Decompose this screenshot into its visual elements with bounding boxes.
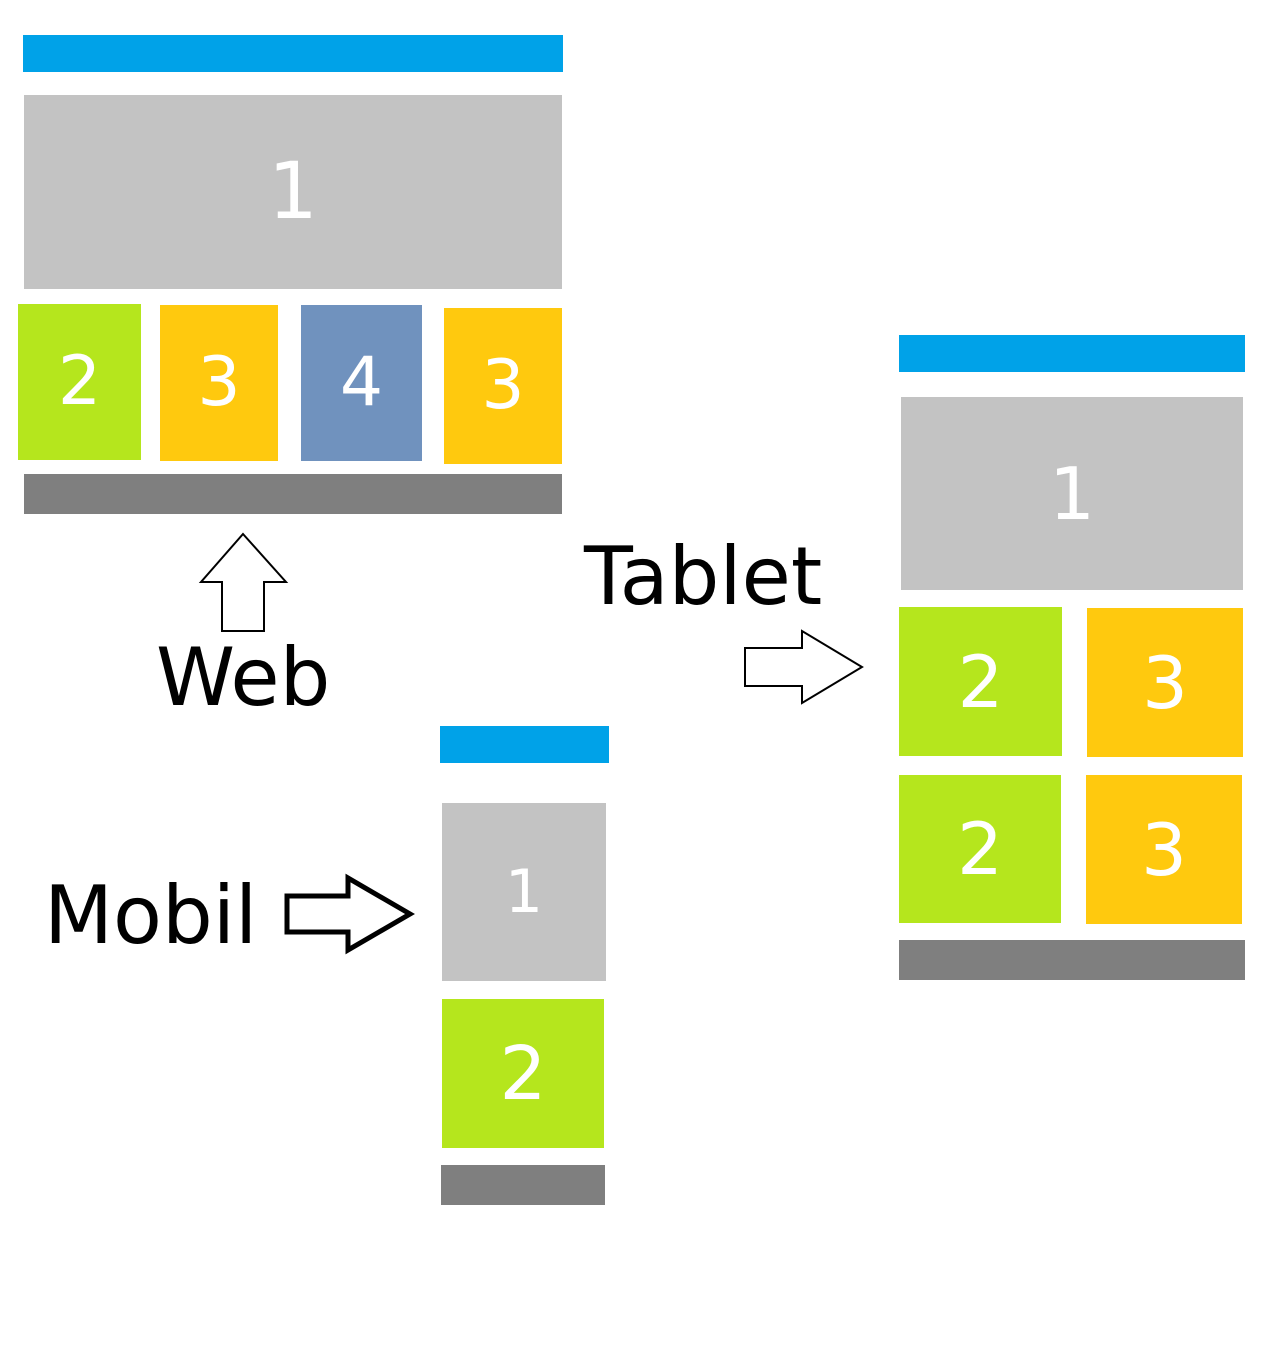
mobile-block-2-label: 2 [499, 1030, 547, 1117]
tablet-block-2a-label: 2 [957, 639, 1004, 724]
tablet-block-3b: 3 [1086, 775, 1242, 924]
mobile-label: Mobil [44, 869, 258, 962]
tablet-block-1: 1 [901, 397, 1243, 590]
tablet-label: Tablet [584, 530, 823, 623]
mobile-block-1: 1 [442, 803, 606, 981]
tablet-block-1-label: 1 [1049, 451, 1095, 536]
mobile-header-bar [440, 726, 609, 763]
tablet-block-2b: 2 [899, 775, 1061, 923]
web-block-3b: 3 [444, 308, 562, 464]
web-block-3-label: 3 [197, 343, 241, 422]
web-footer-bar [24, 474, 562, 514]
tablet-header-bar [899, 335, 1245, 372]
bold-right-arrow-icon [284, 873, 415, 955]
web-block-3: 3 [160, 305, 278, 461]
right-arrow-icon [744, 629, 864, 705]
web-block-1: 1 [24, 95, 562, 289]
tablet-block-3b-label: 3 [1141, 807, 1187, 892]
web-header-bar [23, 35, 563, 72]
tablet-block-3a-label: 3 [1142, 640, 1188, 725]
web-block-2: 2 [18, 304, 141, 460]
mobile-footer-bar [441, 1165, 605, 1205]
web-block-3b-label: 3 [481, 346, 525, 425]
web-block-1-label: 1 [268, 147, 318, 237]
mobile-block-1-label: 1 [504, 857, 544, 927]
tablet-block-2a: 2 [899, 607, 1062, 756]
tablet-block-2b-label: 2 [957, 807, 1003, 891]
up-arrow-icon [198, 532, 289, 632]
tablet-block-3a: 3 [1087, 608, 1243, 757]
tablet-footer-bar [899, 940, 1245, 980]
web-block-2-label: 2 [57, 342, 102, 421]
web-label: Web [156, 631, 331, 724]
web-block-4: 4 [301, 305, 422, 461]
mobile-block-2: 2 [442, 999, 604, 1148]
web-block-4-label: 4 [339, 343, 384, 422]
